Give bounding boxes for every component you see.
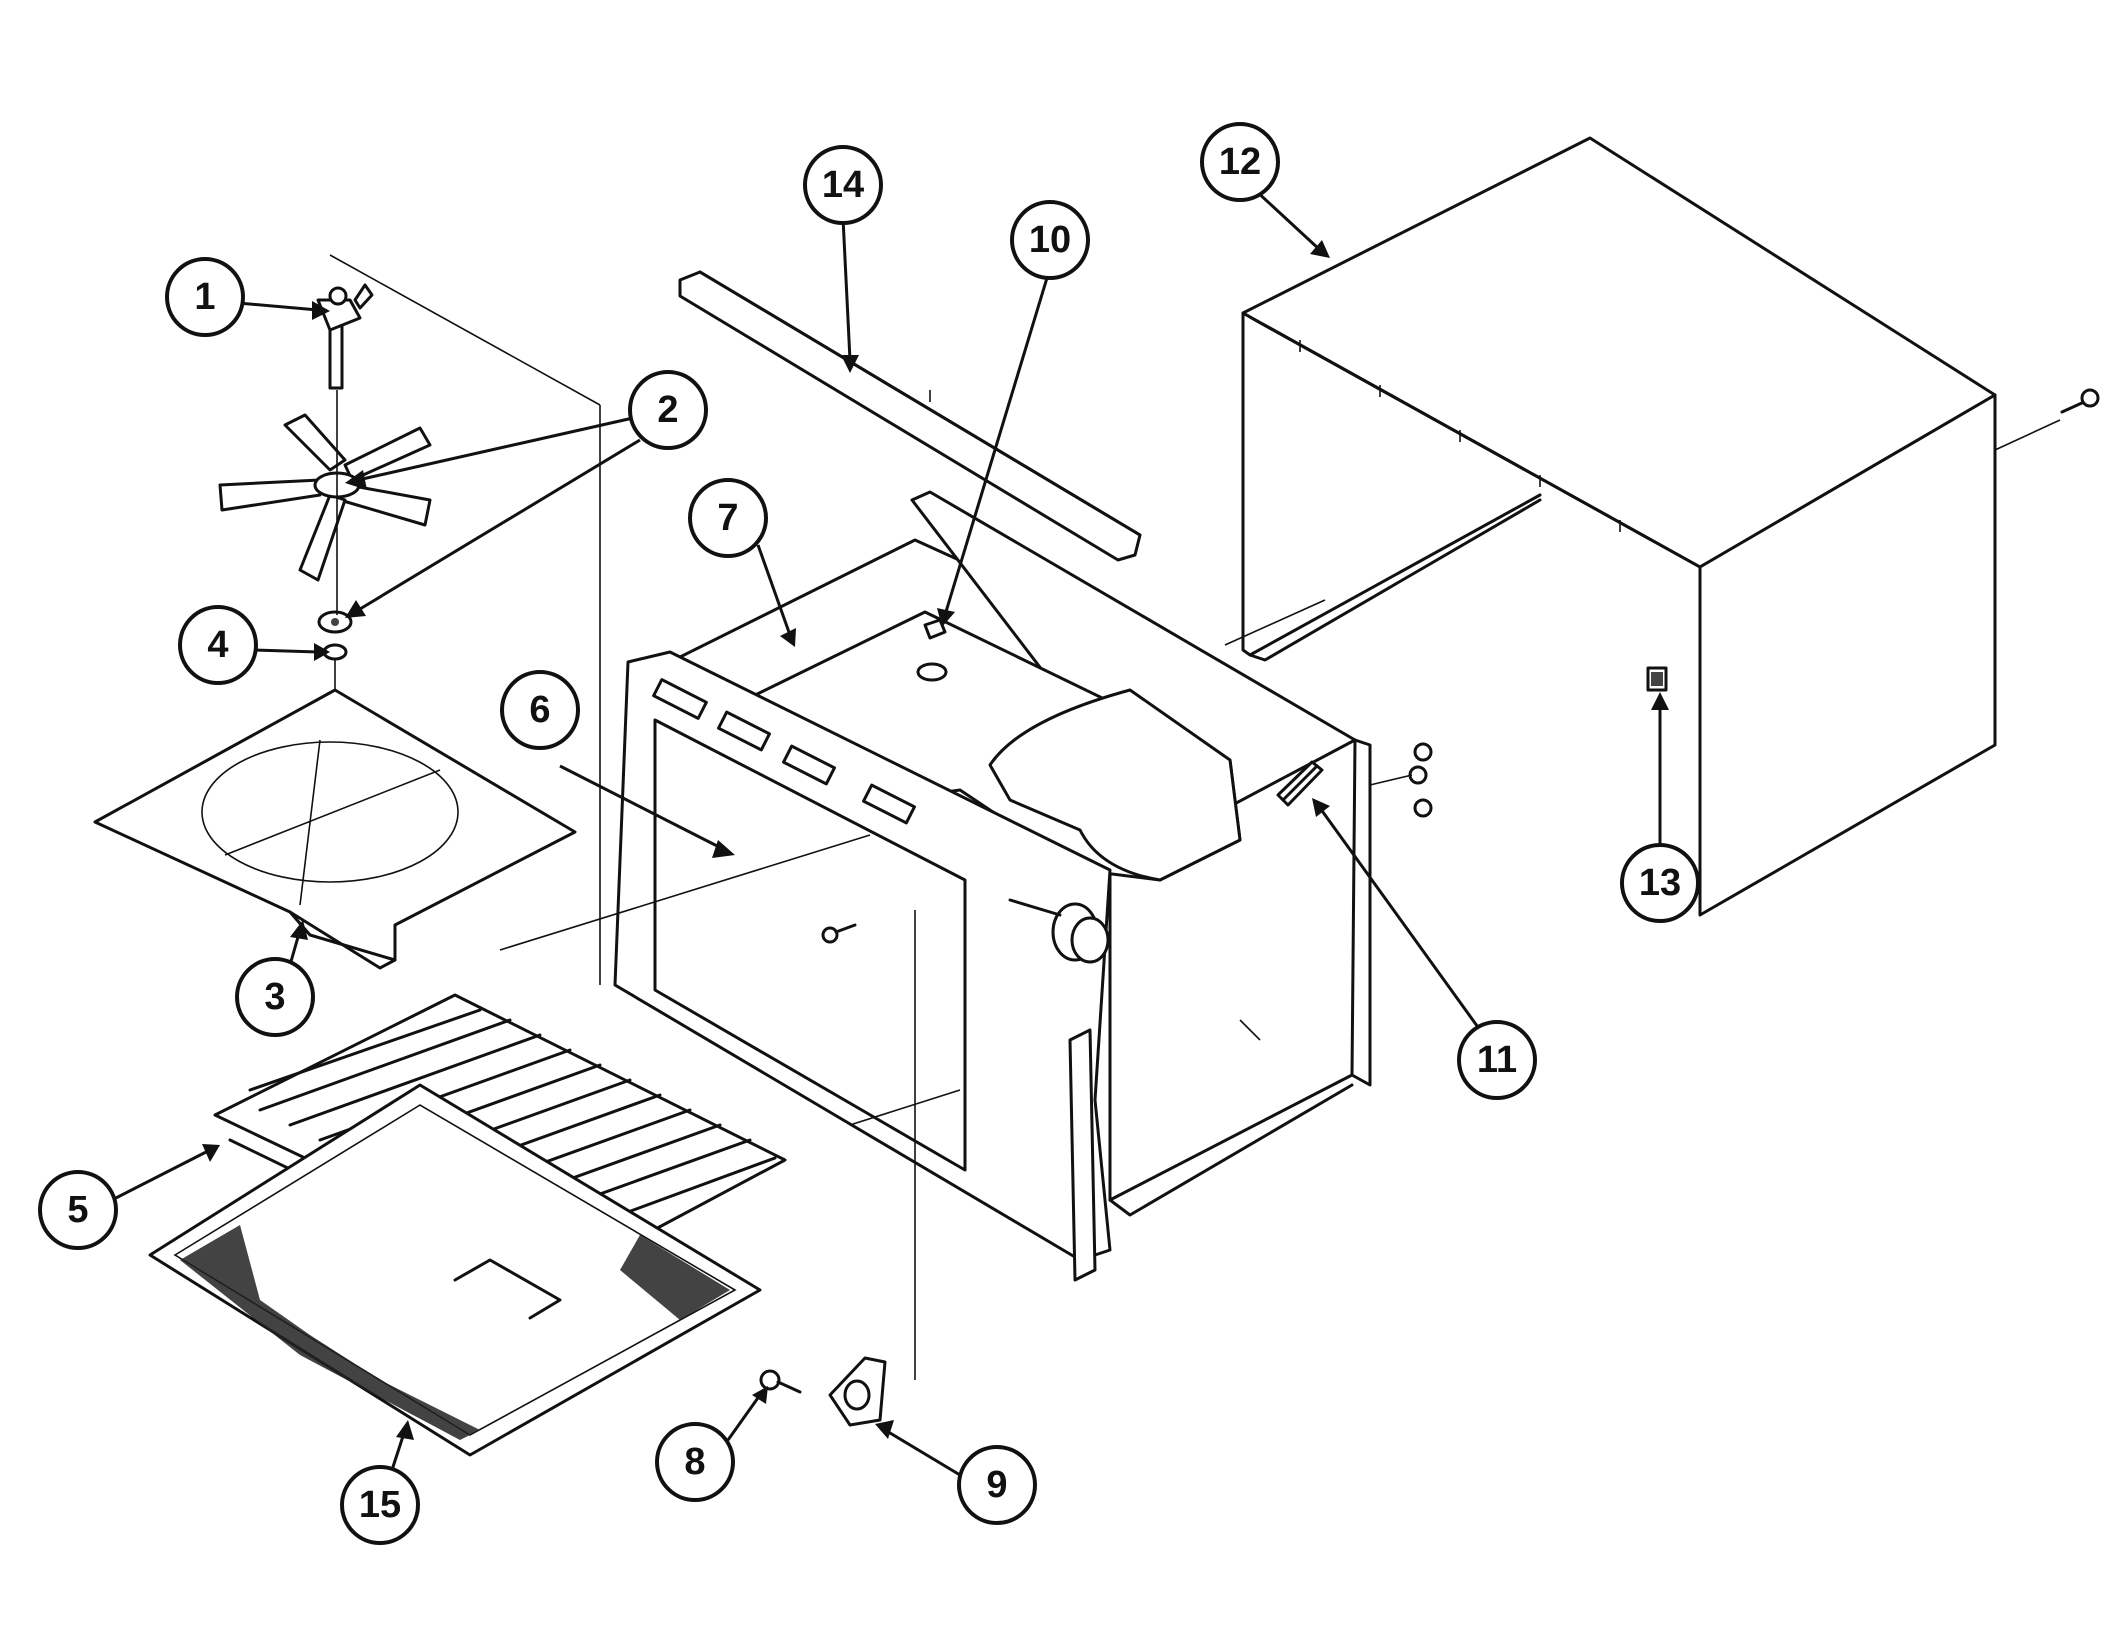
callout-3: 3: [235, 957, 315, 1037]
callout-5-label: 5: [67, 1189, 88, 1231]
callout-6-label: 6: [529, 689, 550, 731]
wrapper-screw-icon: [2060, 388, 2100, 414]
fan-blade: [218, 413, 432, 582]
callout-12-label: 12: [1219, 141, 1261, 183]
broiler-pan: [148, 1083, 762, 1457]
light-socket: [1008, 898, 1110, 964]
callout-6: 6: [500, 670, 580, 750]
alignment-lines: [329, 254, 1326, 1380]
callout-13: 13: [1620, 843, 1700, 923]
callout-14: 14: [803, 145, 883, 225]
hinge-receptacle: [1276, 760, 1324, 807]
callout-13-label: 13: [1639, 862, 1681, 904]
plug-icon: [1646, 666, 1668, 692]
callout-2: 2: [628, 370, 708, 450]
bracket-9: [828, 1356, 887, 1427]
callout-3-label: 3: [264, 976, 285, 1018]
washer-icon: [317, 610, 353, 661]
fan-shaft-assembly: [316, 283, 374, 390]
fan-baffle: [93, 688, 577, 970]
callout-4: 4: [178, 605, 258, 685]
callout-9: 9: [957, 1445, 1037, 1525]
callout-7-label: 7: [717, 497, 738, 539]
callout-11: 11: [1457, 1020, 1537, 1100]
callout-14-label: 14: [822, 164, 864, 206]
callout-1-label: 1: [194, 276, 215, 318]
callout-8: 8: [655, 1422, 735, 1502]
callout-9-label: 9: [986, 1464, 1007, 1506]
callout-15-label: 15: [359, 1484, 401, 1526]
callout-2-label: 2: [657, 389, 678, 431]
screw-8-icon: [759, 1369, 802, 1394]
callout-8-label: 8: [684, 1441, 705, 1483]
callout-15: 15: [340, 1465, 420, 1545]
callout-7: 7: [688, 478, 768, 558]
callout-1: 1: [165, 257, 245, 337]
nut-icon: [916, 618, 948, 682]
callout-4-label: 4: [207, 624, 228, 666]
oven-cavity: [613, 490, 1372, 1282]
callout-10: 10: [1010, 200, 1090, 280]
callout-5: 5: [38, 1170, 118, 1250]
callout-11-label: 11: [1477, 1039, 1517, 1081]
callout-10-label: 10: [1029, 219, 1071, 261]
callout-12: 12: [1200, 122, 1280, 202]
leader-lines: [111, 188, 1669, 1480]
top-channel: [678, 270, 1142, 562]
outer-wrapper: [1241, 136, 2061, 917]
side-screws-icon: [1369, 742, 1433, 818]
cavity-screw-icon: [821, 923, 857, 944]
